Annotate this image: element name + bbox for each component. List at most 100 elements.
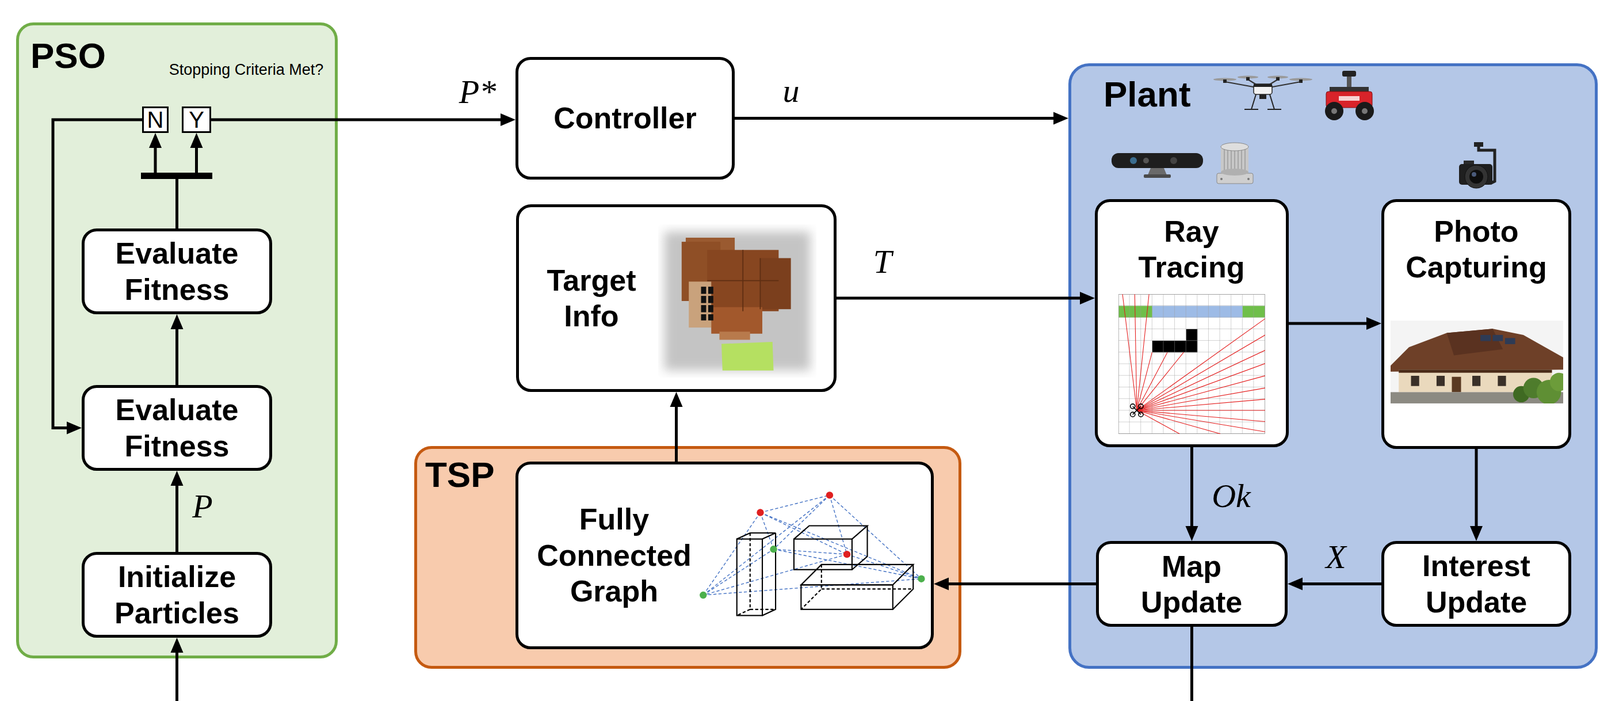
text-area: Initialize Particles — [89, 558, 265, 632]
no-branch-box: N — [142, 106, 169, 133]
connector-arrow — [1288, 317, 1382, 330]
label-anchor: T — [873, 243, 892, 281]
box-label: Interest Update — [1388, 547, 1564, 620]
connector-arrow — [670, 391, 683, 462]
map-update-box: Map Update — [1096, 540, 1288, 627]
box-label: N — [147, 108, 164, 132]
panel-title: PSO — [30, 34, 106, 78]
connector-line — [674, 405, 678, 462]
signal-label: u — [783, 72, 800, 110]
signal-label: P* — [459, 73, 496, 111]
text-area: Map Update — [1116, 547, 1267, 621]
text-area: PSO — [30, 34, 106, 78]
loop-wire — [1190, 626, 1194, 701]
process-box: Evaluate Fitness — [81, 384, 273, 471]
connector-arrow — [177, 132, 204, 229]
loop-wire — [175, 651, 179, 701]
drone-icon — [1212, 71, 1314, 115]
connector-arrow — [170, 470, 184, 552]
camera-icon — [1452, 140, 1506, 194]
arrowhead — [670, 391, 683, 407]
ray-tracing-grid — [1118, 293, 1266, 434]
text-area: Controller — [522, 63, 728, 174]
connector-line — [1301, 582, 1382, 586]
arrowhead — [1185, 525, 1199, 541]
arrowhead — [1287, 577, 1303, 591]
box-label: Evaluate Fitness — [89, 235, 265, 308]
arrowhead — [170, 470, 184, 486]
graph-sketch — [699, 487, 929, 618]
connector-arrow — [211, 113, 516, 126]
target-info-box: Target Info — [516, 204, 837, 392]
label-anchor: Ok — [1211, 477, 1251, 515]
box-label: Photo Capturing — [1390, 213, 1563, 286]
arrowhead — [149, 132, 162, 148]
arrowhead — [1079, 291, 1095, 305]
arrowhead — [500, 113, 516, 126]
signal-label: Ok — [1211, 477, 1251, 515]
robot-icon — [1321, 69, 1378, 123]
process-box: Evaluate Fitness — [81, 228, 273, 315]
text-area: Interest Update — [1388, 547, 1564, 621]
yes-branch-box: Y — [181, 106, 212, 133]
connector-line — [947, 582, 1097, 586]
signal-label: X — [1325, 538, 1346, 576]
controller-box: Controller — [515, 56, 735, 180]
house-photo — [1390, 320, 1564, 404]
lidar-icon — [1214, 140, 1256, 186]
label-anchor: P* — [459, 73, 496, 111]
connector-arrow — [1469, 448, 1483, 541]
loop-arrowhead — [170, 637, 184, 653]
connector-line — [1475, 448, 1479, 528]
process-box: Initialize Particles — [81, 551, 273, 638]
panel-title: TSP — [425, 453, 495, 496]
connector-line — [177, 146, 197, 229]
text-area: Y — [183, 108, 210, 132]
connector-arrow — [1287, 577, 1382, 591]
box-label: Initialize Particles — [89, 558, 265, 631]
signal-label: T — [873, 243, 892, 281]
tsp-panel: TSP Fully Connected Graph — [414, 445, 962, 669]
arrowhead — [190, 132, 204, 148]
connector-arrow — [52, 119, 143, 435]
text-area: TSP — [425, 453, 495, 496]
note-label: Stopping Criteria Met? — [168, 60, 324, 80]
arrowhead — [1469, 525, 1483, 541]
box-label: Y — [188, 108, 205, 132]
connector-arrow — [170, 314, 184, 385]
text-area: Plant — [1103, 73, 1191, 116]
label-anchor: X — [1325, 538, 1346, 576]
connector-line — [155, 146, 178, 229]
connector-arrow — [933, 577, 1097, 591]
box-label: Map Update — [1116, 548, 1267, 621]
connector-line — [734, 116, 1055, 120]
box-label: Fully Connected Graph — [526, 501, 702, 609]
ray-tracing-box: Ray Tracing — [1094, 199, 1289, 448]
connector-line — [1288, 322, 1368, 326]
label-anchor: u — [783, 72, 800, 110]
text-area: Evaluate Fitness — [89, 391, 265, 465]
text-area: Ray Tracing — [1116, 208, 1267, 290]
signal-label: P — [192, 487, 213, 525]
box-label: Controller — [553, 100, 697, 136]
text-area: Target Info — [524, 211, 659, 385]
arrowhead — [1053, 112, 1069, 125]
text-area: Fully Connected Graph — [526, 468, 702, 642]
connector-line — [1190, 447, 1194, 528]
arrowhead — [933, 577, 949, 591]
depth-sensor-icon — [1110, 150, 1205, 179]
connector-line — [175, 327, 179, 385]
connector-line — [52, 119, 143, 429]
panel-title: Plant — [1103, 73, 1191, 116]
connector-arrow — [1185, 447, 1199, 541]
text-area: Photo Capturing — [1390, 208, 1563, 290]
connector-arrow — [836, 291, 1095, 305]
connector-line — [836, 296, 1082, 300]
box-label: Evaluate Fitness — [89, 391, 265, 464]
text-area: Evaluate Fitness — [89, 234, 265, 308]
interest-update-box: Interest Update — [1381, 540, 1572, 627]
label-anchor: P — [192, 487, 213, 525]
